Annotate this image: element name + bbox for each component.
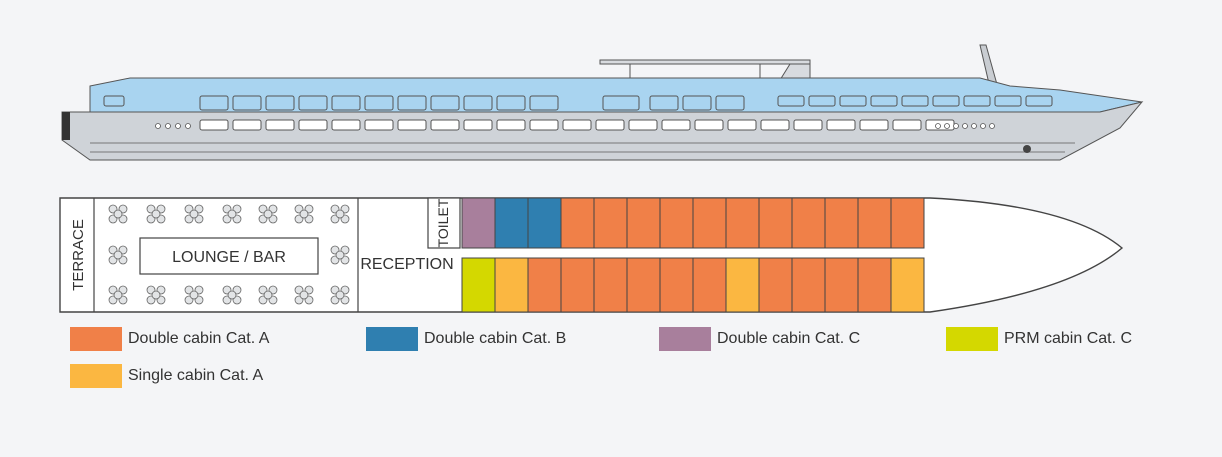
table bbox=[222, 285, 242, 305]
cabin bbox=[626, 197, 661, 249]
cabin bbox=[890, 197, 925, 249]
table bbox=[222, 204, 242, 224]
porthole-row bbox=[155, 123, 995, 129]
table bbox=[330, 204, 350, 224]
ship-profile bbox=[61, 44, 1144, 161]
cabin bbox=[560, 257, 595, 313]
table bbox=[146, 204, 166, 224]
cabin bbox=[824, 257, 859, 313]
cabin bbox=[725, 197, 760, 249]
terrace-label: TERRACE bbox=[70, 219, 87, 291]
upper-window-row bbox=[103, 95, 1053, 111]
hull bbox=[61, 101, 1144, 161]
cabin bbox=[593, 257, 628, 313]
table bbox=[258, 285, 278, 305]
table bbox=[294, 204, 314, 224]
stern-panel bbox=[62, 112, 70, 140]
cabin-row-bottom bbox=[461, 257, 925, 313]
legend-swatch bbox=[70, 364, 122, 388]
lounge-bar-label: LOUNGE / BAR bbox=[172, 249, 286, 266]
legend-label: Single cabin Cat. A bbox=[128, 367, 264, 384]
lower-window-row bbox=[199, 119, 955, 131]
table bbox=[108, 285, 128, 305]
cabin bbox=[659, 257, 694, 313]
cabin bbox=[692, 257, 727, 313]
legend-swatch bbox=[70, 327, 122, 351]
cabin bbox=[857, 197, 892, 249]
cabin bbox=[692, 197, 727, 249]
table bbox=[184, 285, 204, 305]
legend-label: Double cabin Cat. A bbox=[128, 330, 270, 347]
cabin bbox=[857, 257, 892, 313]
table bbox=[330, 245, 350, 265]
table bbox=[258, 204, 278, 224]
cabin bbox=[725, 257, 760, 313]
reception-label: RECEPTION bbox=[360, 256, 453, 273]
legend-swatch bbox=[366, 327, 418, 351]
legend-label: Double cabin Cat. B bbox=[424, 330, 567, 347]
table bbox=[108, 245, 128, 265]
lounge-bar-box bbox=[139, 237, 319, 275]
cabin bbox=[626, 257, 661, 313]
legend-swatch bbox=[946, 327, 998, 351]
anchor-icon bbox=[1023, 145, 1031, 153]
toilet-label: TOILET bbox=[435, 198, 451, 247]
cabin bbox=[560, 197, 595, 249]
table bbox=[108, 204, 128, 224]
cabin bbox=[791, 197, 826, 249]
sun-roof bbox=[599, 59, 811, 65]
table bbox=[146, 285, 166, 305]
cabin bbox=[527, 197, 562, 249]
cabin bbox=[758, 197, 793, 249]
toilet-room bbox=[427, 197, 461, 249]
lounge-tables bbox=[108, 204, 350, 305]
cabin bbox=[593, 197, 628, 249]
legend-item-prm-c: PRM cabin Cat. C bbox=[946, 326, 1132, 352]
table bbox=[330, 285, 350, 305]
cabin bbox=[791, 257, 826, 313]
table bbox=[294, 285, 314, 305]
cabin bbox=[758, 257, 793, 313]
legend-item-cat-a-single: Single cabin Cat. A bbox=[70, 363, 263, 389]
table bbox=[184, 204, 204, 224]
cabin bbox=[527, 257, 562, 313]
legend-item-cat-b-double: Double cabin Cat. B bbox=[366, 326, 566, 352]
legend-label: PRM cabin Cat. C bbox=[1004, 330, 1133, 347]
cabin bbox=[494, 197, 529, 249]
legend-item-cat-c-double: Double cabin Cat. C bbox=[659, 326, 860, 352]
cabin bbox=[494, 257, 529, 313]
cabin-row-top bbox=[461, 197, 925, 249]
cabin bbox=[890, 257, 925, 313]
cabin bbox=[659, 197, 694, 249]
legend-label: Double cabin Cat. C bbox=[717, 330, 861, 347]
cabin bbox=[824, 197, 859, 249]
legend-swatch bbox=[659, 327, 711, 351]
cabin bbox=[461, 197, 496, 249]
cabin bbox=[461, 257, 496, 313]
legend-item-cat-a-double: Double cabin Cat. A bbox=[70, 326, 269, 352]
